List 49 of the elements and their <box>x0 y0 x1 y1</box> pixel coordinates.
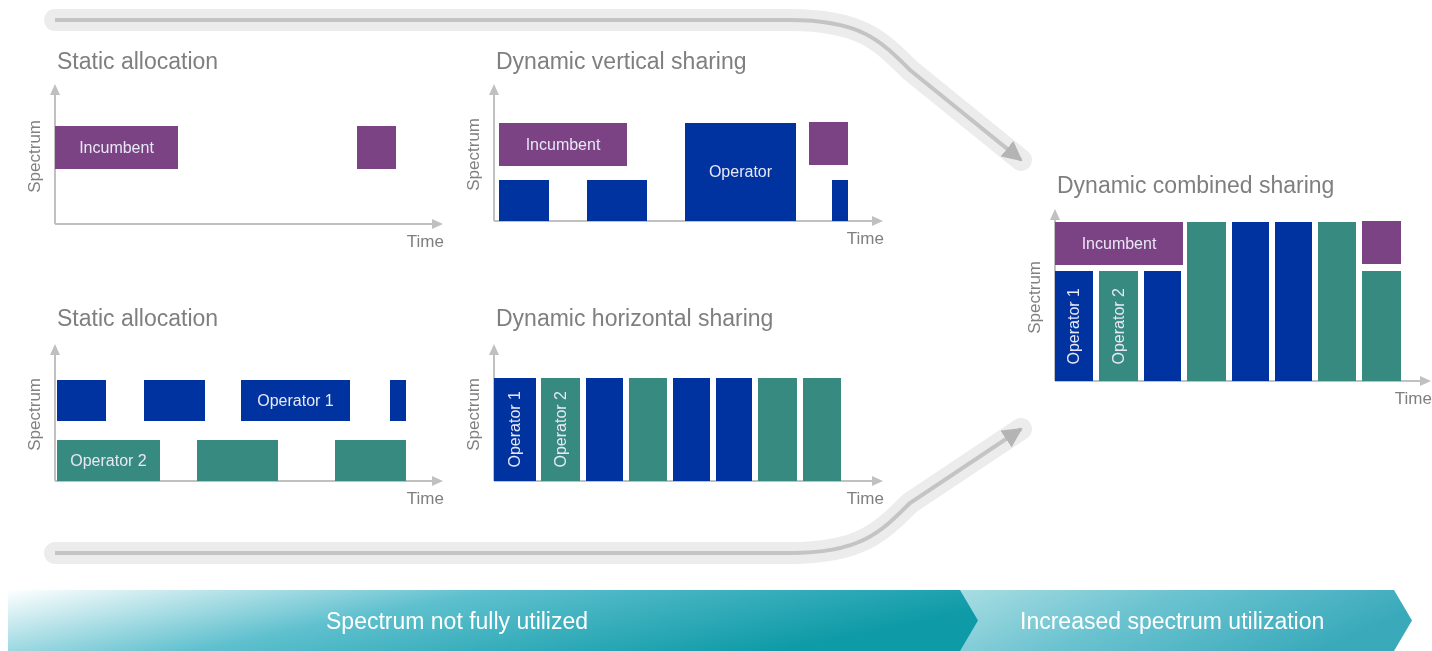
spectrum-block <box>803 378 841 481</box>
spectrum-block <box>1275 222 1312 381</box>
spectrum-block: Operator 2 <box>57 440 160 481</box>
spectrum-block <box>716 378 752 481</box>
banner-text: Increased spectrum utilization <box>1020 608 1325 635</box>
axis-label: Time <box>846 229 884 249</box>
chart-title: Dynamic vertical sharing <box>496 48 747 75</box>
spectrum-block: Operator <box>685 123 796 221</box>
axis-label: Spectrum <box>464 118 484 191</box>
spectrum-block <box>1187 222 1226 381</box>
spectrum-block <box>832 180 848 221</box>
spectrum-block <box>1144 271 1181 381</box>
spectrum-block: Incumbent <box>499 123 627 166</box>
spectrum-block: Incumbent <box>55 126 178 169</box>
spectrum-block <box>1362 221 1401 264</box>
axis-label: Spectrum <box>25 378 45 451</box>
block-label: Operator 2 <box>551 391 570 468</box>
spectrum-block: Operator 1 <box>241 380 350 421</box>
spectrum-block: Incumbent <box>1055 222 1183 265</box>
axis-label: Time <box>1394 389 1432 409</box>
chart-title: Dynamic combined sharing <box>1057 172 1335 199</box>
axis-label: Time <box>406 232 444 252</box>
spectrum-block <box>758 378 797 481</box>
chart-title: Static allocation <box>57 48 219 75</box>
spectrum-block <box>673 378 710 481</box>
block-label: Operator 1 <box>506 391 524 468</box>
axis-label: Time <box>846 489 884 509</box>
spectrum-block <box>335 440 406 481</box>
axis-label: Time <box>406 489 444 509</box>
chart-title: Static allocation <box>57 305 219 332</box>
spectrum-block <box>1232 222 1269 381</box>
spectrum-block <box>1362 271 1401 381</box>
axis-label: Spectrum <box>25 119 45 193</box>
spectrum-block <box>357 126 396 169</box>
spectrum-block <box>144 380 205 421</box>
axis-label: Spectrum <box>1025 260 1045 334</box>
axis-label: Spectrum <box>464 378 484 451</box>
spectrum-block <box>1318 222 1356 381</box>
spectrum-block <box>629 378 667 481</box>
chart-title: Dynamic horizontal sharing <box>496 305 774 332</box>
spectrum-block <box>586 378 623 481</box>
spectrum-block <box>809 122 848 165</box>
spectrum-block <box>390 380 406 421</box>
block-label: Operator 2 <box>1109 287 1128 365</box>
spectrum-block <box>57 380 106 421</box>
spectrum-block <box>587 180 647 221</box>
spectrum-block <box>197 440 278 481</box>
block-label: Operator 1 <box>1065 287 1083 365</box>
spectrum-block <box>499 180 549 221</box>
